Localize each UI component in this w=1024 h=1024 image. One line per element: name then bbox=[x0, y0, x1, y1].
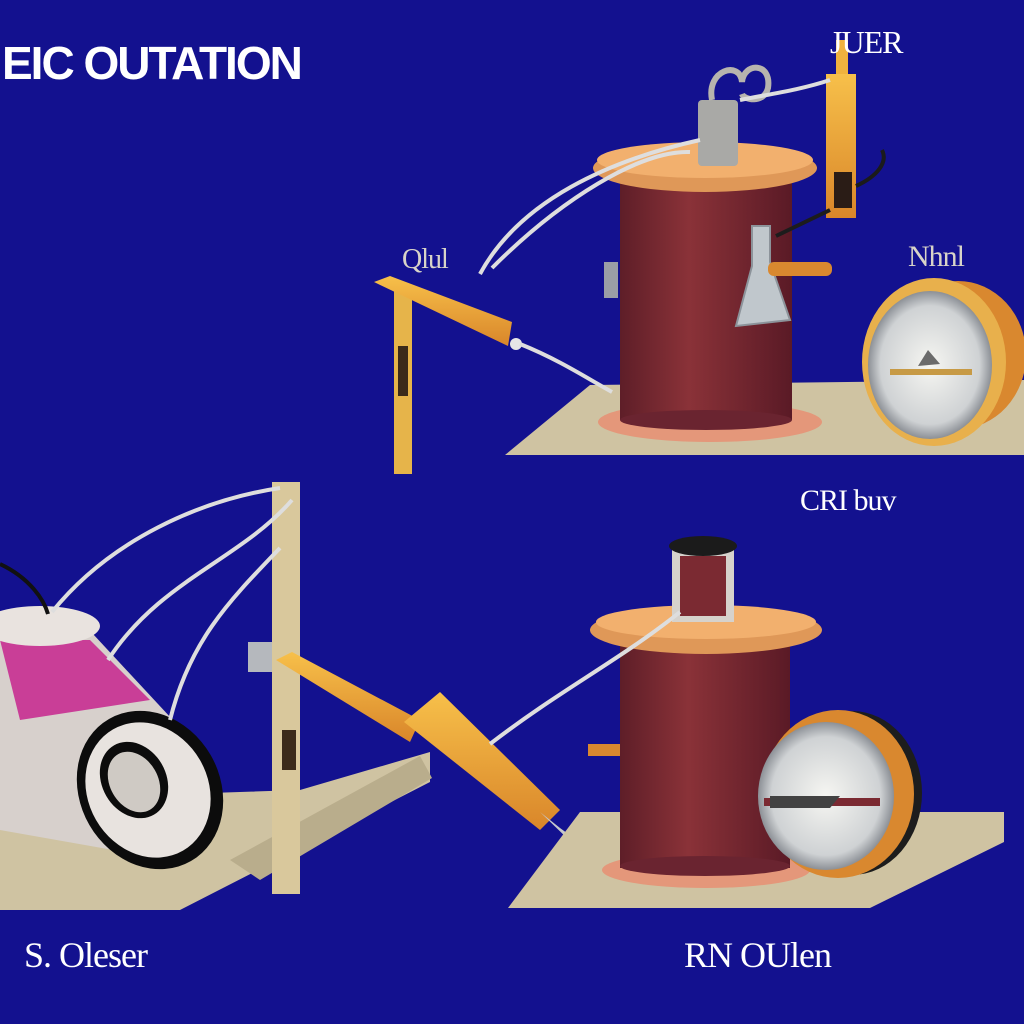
label-right-gauge: Nhnl bbox=[908, 240, 965, 273]
label-bottom-right: RN OUlen bbox=[684, 935, 832, 975]
top-wires bbox=[478, 78, 831, 394]
top-metal-block bbox=[698, 100, 738, 166]
label-bottom-left: S. Oleser bbox=[24, 935, 148, 975]
bottom-gauge bbox=[758, 710, 922, 878]
coil-roll bbox=[0, 562, 224, 870]
bottom-right-apparatus bbox=[488, 536, 1004, 908]
bottom-left-wires bbox=[50, 486, 294, 721]
top-left-probe bbox=[374, 276, 512, 346]
label-top-right: JUER bbox=[830, 24, 903, 60]
top-apparatus bbox=[374, 40, 1024, 474]
top-gauge bbox=[862, 278, 1024, 446]
label-left-probe: Qlul bbox=[402, 244, 449, 275]
bottom-left-apparatus bbox=[0, 482, 612, 910]
specimen-jar bbox=[669, 536, 737, 622]
bottom-cylinder bbox=[620, 634, 790, 868]
bottom-right-wire bbox=[488, 610, 682, 746]
diagram-title: EIC OUTATION bbox=[2, 37, 303, 89]
bottom-left-upright bbox=[272, 482, 300, 894]
label-middle-right: CRI buv bbox=[800, 484, 897, 517]
top-flask bbox=[734, 225, 792, 328]
